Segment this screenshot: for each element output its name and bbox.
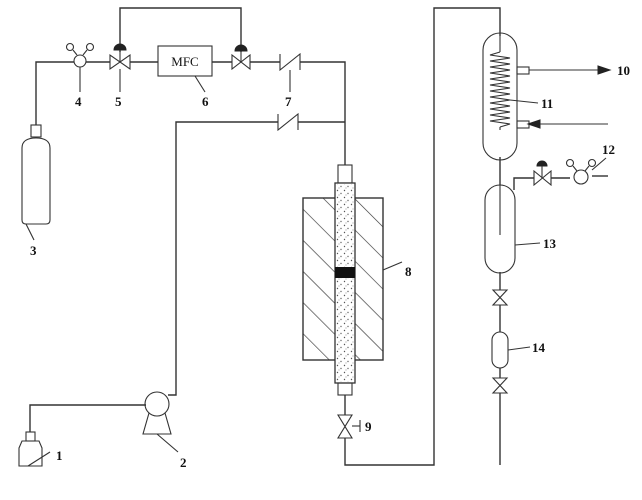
reactor-furnace [302, 164, 384, 396]
label-9: 9 [365, 419, 372, 434]
mass-flow-controller: MFC [157, 45, 213, 77]
outlet-line [344, 7, 501, 466]
callout-labels: 1 2 3 4 5 6 7 8 9 10 11 12 13 14 [30, 63, 630, 470]
gas-line [35, 7, 346, 165]
check-valve-gas [279, 52, 301, 72]
label-3: 3 [30, 243, 37, 258]
liquid-line [29, 121, 345, 432]
label-6: 6 [202, 94, 209, 109]
condenser [482, 32, 612, 161]
catalyst-bed [335, 267, 355, 278]
label-14: 14 [532, 340, 546, 355]
drain-valve-lower [491, 377, 509, 394]
outlet-valve [337, 414, 361, 439]
gas-cylinder [21, 124, 51, 225]
label-10: 10 [617, 63, 630, 78]
pump [142, 391, 172, 435]
label-8: 8 [405, 264, 412, 279]
back-pressure-gauge [565, 158, 597, 185]
check-valve-liquid [277, 112, 299, 132]
label-12: 12 [602, 142, 615, 157]
separator-gas-valve [533, 160, 552, 187]
label-11: 11 [541, 96, 553, 111]
shutoff-valve [109, 43, 131, 71]
sample-collector [491, 331, 509, 369]
mfc-label: MFC [171, 54, 198, 69]
gas-liquid-separator [484, 184, 516, 274]
separator-lines [499, 157, 608, 465]
label-2: 2 [180, 455, 187, 470]
regulating-valve [231, 44, 251, 71]
liquid-reservoir [18, 431, 43, 467]
pressure-gauge [65, 42, 95, 68]
label-5: 5 [115, 94, 122, 109]
label-4: 4 [75, 94, 82, 109]
label-7: 7 [285, 94, 292, 109]
drain-valve-upper [491, 289, 509, 306]
label-1: 1 [56, 448, 63, 463]
label-13: 13 [543, 236, 557, 251]
leader-lines [25, 67, 607, 467]
